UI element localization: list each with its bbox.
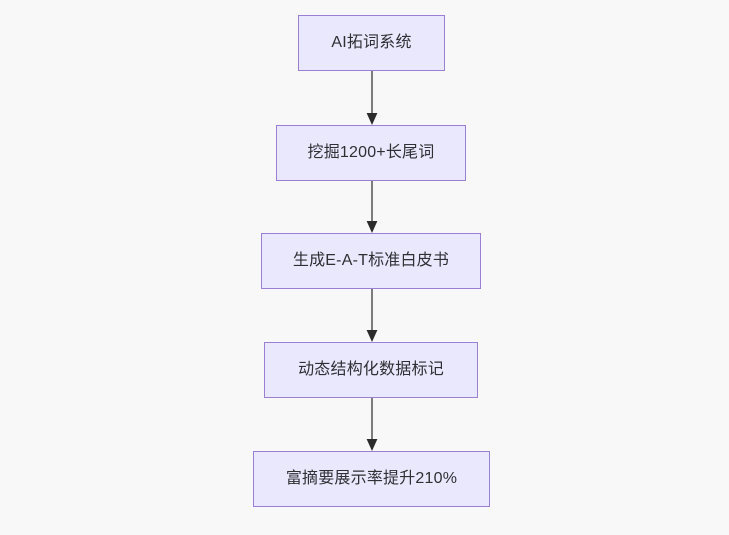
flow-edge-n0-to-n1 (361, 71, 383, 125)
flow-node-label: 挖掘1200+长尾词 (307, 144, 435, 162)
flow-node-label: 富摘要展示率提升210% (285, 470, 458, 488)
flow-node-rich-snippet-impression-lift[interactable]: 富摘要展示率提升210% (253, 451, 490, 507)
flow-edge-n1-to-n2 (361, 181, 383, 233)
flow-node-label: 动态结构化数据标记 (298, 361, 444, 379)
flow-node-mine-longtail-keywords[interactable]: 挖掘1200+长尾词 (276, 125, 466, 181)
flow-node-label: 生成E-A-T标准白皮书 (292, 252, 450, 270)
flow-edge-n2-to-n3 (361, 289, 383, 342)
flow-node-dynamic-structured-data-markup[interactable]: 动态结构化数据标记 (264, 342, 478, 398)
flow-edge-n3-to-n4 (361, 398, 383, 451)
flow-node-ai-keyword-system[interactable]: AI拓词系统 (298, 15, 445, 71)
flow-node-label: AI拓词系统 (331, 34, 412, 52)
flow-node-generate-eat-whitepaper[interactable]: 生成E-A-T标准白皮书 (261, 233, 481, 289)
